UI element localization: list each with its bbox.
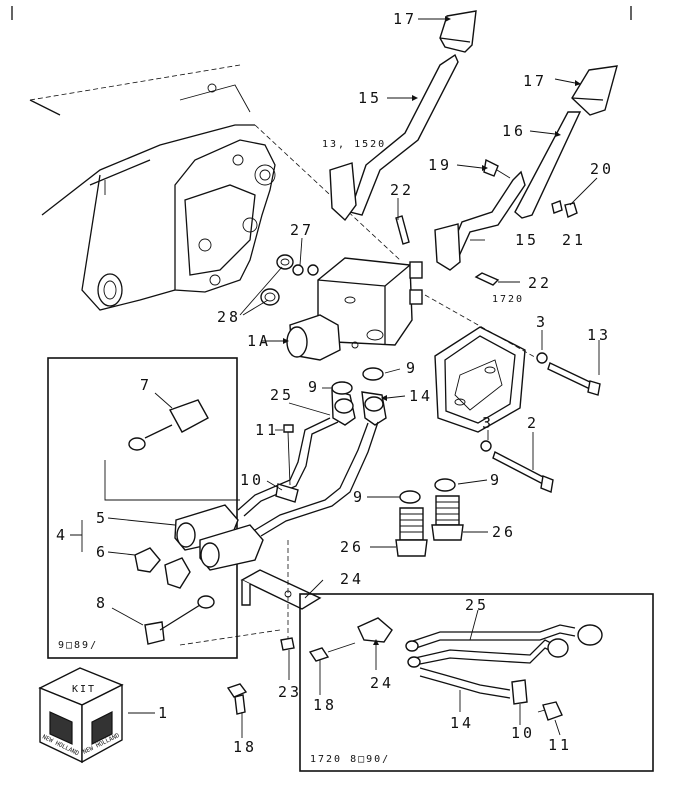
- callout-26-left: 26: [340, 538, 364, 556]
- callout-21: 21: [562, 231, 586, 249]
- callout-24-main: 24: [340, 570, 364, 588]
- callout-1a: 1A: [247, 332, 271, 350]
- callout-18-main: 18: [233, 738, 257, 756]
- callout-7: 7: [140, 376, 152, 394]
- callout-26-right: 26: [492, 523, 516, 541]
- callout-10-inset: 10: [511, 724, 535, 742]
- callout-14-inset: 14: [450, 714, 474, 732]
- callout-27: 27: [290, 221, 314, 239]
- inset-left-code: 9□89/: [58, 640, 98, 651]
- callout-9-left-upper: 9: [308, 378, 320, 396]
- model-note-1520: 13, 1520: [322, 139, 386, 150]
- callout-28: 28: [217, 308, 241, 326]
- callout-13: 13: [587, 326, 611, 344]
- banjo-bolts: [331, 367, 464, 557]
- callout-22-upper: 22: [390, 181, 414, 199]
- lever-assembly: [329, 10, 618, 286]
- callout-23: 23: [278, 683, 302, 701]
- callout-9-right-upper: 9: [406, 359, 418, 377]
- callout-10-main: 10: [240, 471, 264, 489]
- inset-right-code: 1720 8□90/: [310, 754, 390, 765]
- callout-15-right: 15: [515, 231, 539, 249]
- callout-3-upper: 3: [536, 313, 548, 331]
- callout-labels: 17 17 15 16 13, 1520 19 20 22 27 15 21 2…: [56, 10, 614, 765]
- callout-11-main: 11: [255, 421, 279, 439]
- callout-25-main: 25: [270, 386, 294, 404]
- callout-11-inset: 11: [548, 736, 572, 754]
- leader-lines: [70, 16, 600, 738]
- cover-plate: [424, 294, 541, 433]
- callout-22-right: 22: [528, 274, 552, 292]
- hydraulic-pipes: [237, 389, 387, 537]
- kit-label: KIT: [72, 684, 96, 695]
- callout-15-upper: 15: [358, 89, 382, 107]
- callout-3-lower: 3: [482, 414, 494, 432]
- callout-2: 2: [527, 414, 539, 432]
- right-inset: [299, 593, 654, 772]
- model-note-1720: 1720: [492, 294, 524, 305]
- o-rings: [260, 254, 319, 306]
- bolts-and-washers: [480, 352, 601, 493]
- callout-20: 20: [590, 160, 614, 178]
- callout-9-right-lower: 9: [490, 471, 502, 489]
- callout-16: 16: [502, 122, 526, 140]
- callout-5: 5: [96, 509, 108, 527]
- callout-25-inset: 25: [465, 596, 489, 614]
- callout-1: 1: [158, 704, 170, 722]
- transmission-housing: [29, 64, 401, 311]
- callout-17-upper: 17: [393, 10, 417, 28]
- callout-18-inset: 18: [313, 696, 337, 714]
- callout-9-left-lower: 9: [353, 488, 365, 506]
- callout-4: 4: [56, 526, 68, 544]
- callout-19: 19: [428, 156, 452, 174]
- callout-24-inset: 24: [370, 674, 394, 692]
- callout-14-main: 14: [409, 387, 433, 405]
- callout-8: 8: [96, 594, 108, 612]
- left-inset: [47, 357, 264, 659]
- valve-body: [286, 257, 423, 361]
- callout-6: 6: [96, 543, 108, 561]
- callout-17-right: 17: [523, 72, 547, 90]
- kit-box: KIT NEW HOLLAND NEW HOLLAND: [38, 667, 124, 764]
